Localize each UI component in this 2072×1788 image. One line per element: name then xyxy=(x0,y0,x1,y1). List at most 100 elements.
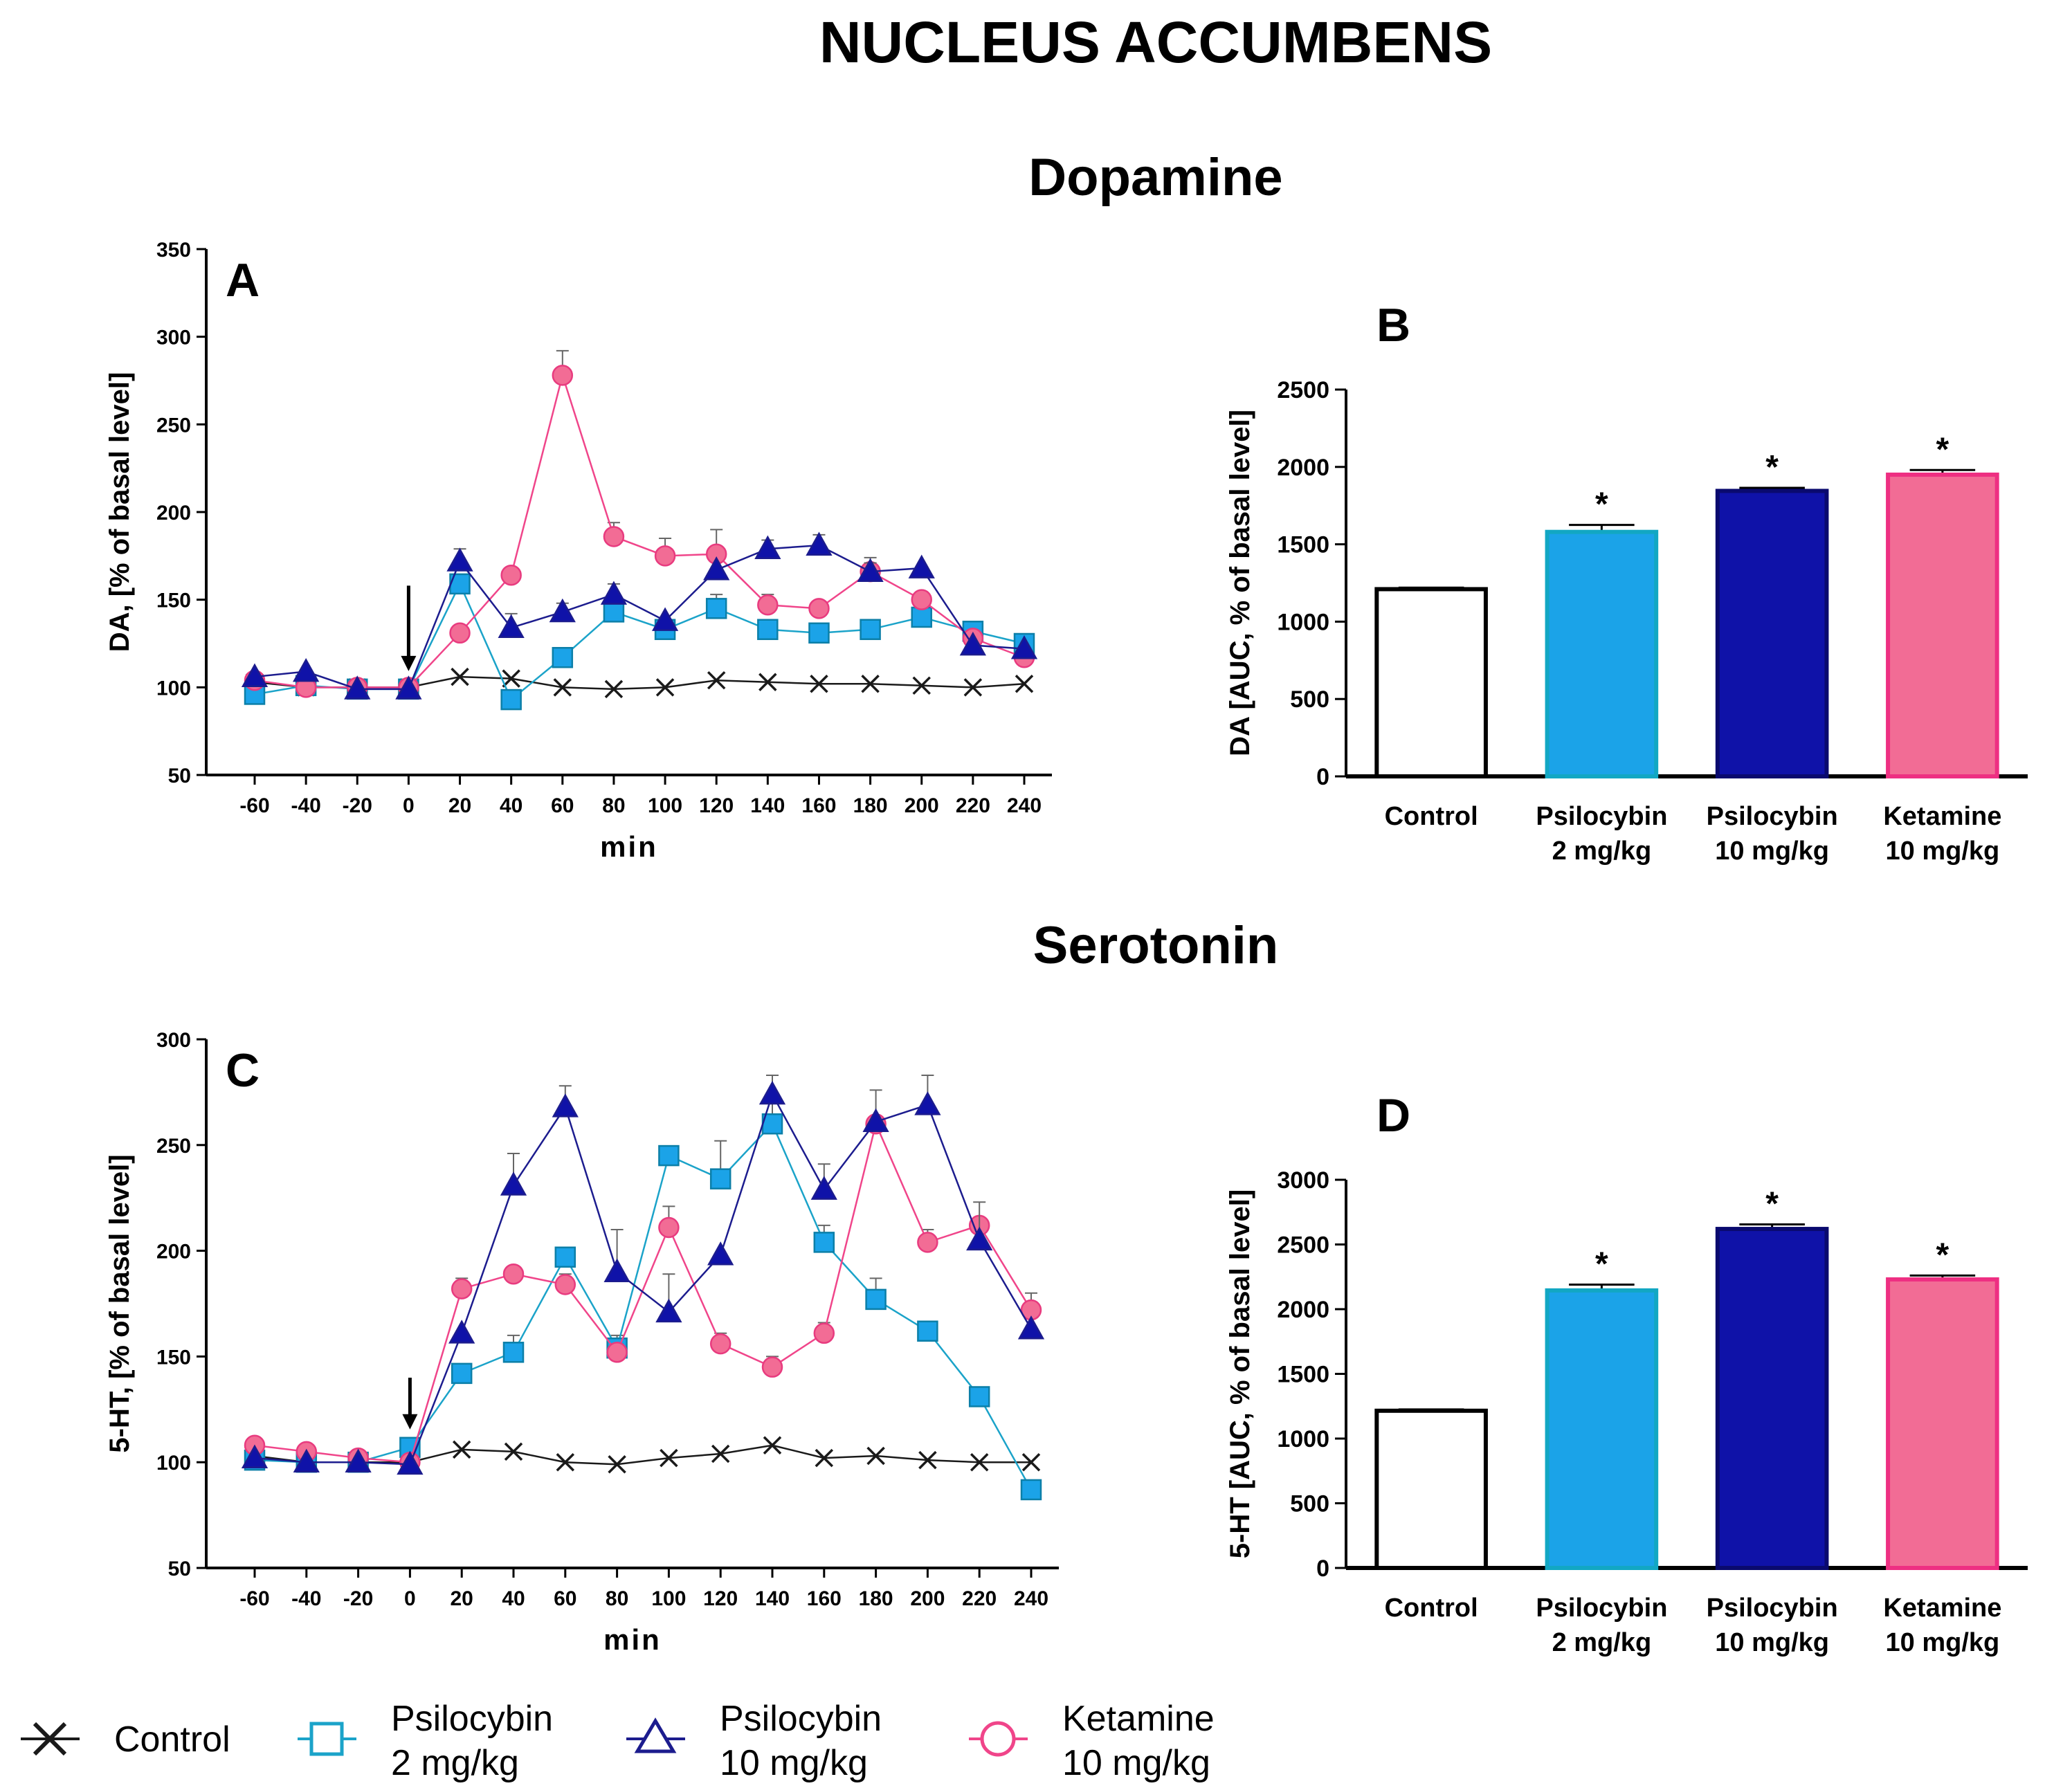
series-line xyxy=(254,1092,1033,1466)
data-point xyxy=(498,614,525,639)
data-point xyxy=(241,663,269,687)
y-tick-label: 1500 xyxy=(1277,532,1329,558)
data-point xyxy=(554,1246,576,1268)
data-point xyxy=(917,1232,938,1253)
y-tick-label: 250 xyxy=(156,1135,191,1158)
data-point xyxy=(500,1171,527,1196)
x-tick-label: 120 xyxy=(703,1587,738,1610)
data-point xyxy=(655,1298,682,1323)
legend-label: Psilocybin xyxy=(720,1699,882,1739)
data-point xyxy=(395,675,422,700)
y-axis-label: 5-HT [AUC, % of basal level] xyxy=(1225,1189,1255,1558)
data-point xyxy=(810,1176,837,1200)
data-point xyxy=(808,598,830,619)
data-point xyxy=(504,1442,523,1461)
data-point xyxy=(1010,635,1038,659)
bar-control xyxy=(1374,1408,1488,1571)
significance-star: * xyxy=(1936,431,1950,468)
y-tick-label: 1500 xyxy=(1277,1362,1329,1388)
data-point xyxy=(970,1452,989,1472)
category-label: Psilocybin xyxy=(1707,802,1838,831)
y-axis-label: 5-HT, [% of basal level] xyxy=(104,1154,135,1452)
data-point xyxy=(754,535,781,560)
data-point xyxy=(448,1320,475,1344)
y-tick-label: 200 xyxy=(156,502,191,524)
injection-arrow-head xyxy=(401,655,417,671)
data-point xyxy=(709,1333,731,1355)
series-line xyxy=(254,581,1025,702)
x-tick-label: 220 xyxy=(962,1587,997,1610)
data-point xyxy=(1020,1479,1042,1501)
category-label: Psilocybin xyxy=(1707,1594,1838,1623)
bar-psilo2 xyxy=(1545,529,1659,778)
category-label-sub: 10 mg/kg xyxy=(1715,1628,1829,1657)
data-point xyxy=(968,1386,990,1407)
x-tick-label: 0 xyxy=(404,1587,416,1610)
significance-star: * xyxy=(1595,1246,1608,1282)
x-tick-label: 200 xyxy=(910,1587,945,1610)
data-point xyxy=(603,601,625,623)
data-point xyxy=(552,365,574,386)
legend-item-control: Control xyxy=(21,1719,230,1760)
circle-icon xyxy=(980,1721,1016,1757)
series-line xyxy=(254,1444,1031,1466)
x-tick-label: 60 xyxy=(554,1587,576,1610)
data-point xyxy=(959,631,986,656)
series-line xyxy=(254,372,1025,688)
data-point xyxy=(449,622,471,644)
data-point xyxy=(451,1278,473,1299)
x-tick-label: 140 xyxy=(750,794,785,817)
data-point xyxy=(763,1436,782,1454)
legend-label: Control xyxy=(114,1719,230,1760)
y-tick-label: 2500 xyxy=(1277,1232,1329,1259)
data-point xyxy=(757,619,779,640)
series-line xyxy=(254,1121,1033,1463)
y-tick-label: 250 xyxy=(156,414,191,437)
data-point xyxy=(451,1362,473,1385)
x-tick-label: 80 xyxy=(606,1587,628,1610)
data-point xyxy=(293,1448,320,1473)
category-label: Control xyxy=(1385,802,1478,831)
data-point xyxy=(908,554,935,578)
x-tick-label: -60 xyxy=(239,1587,269,1610)
y-tick-label: 200 xyxy=(156,1241,191,1264)
data-point xyxy=(552,647,574,668)
y-tick-label: 300 xyxy=(156,1029,191,1052)
data-point xyxy=(556,1452,575,1472)
category-label-sub: 10 mg/kg xyxy=(1715,837,1829,866)
x-tick-label: 180 xyxy=(853,794,888,817)
data-point xyxy=(604,679,624,699)
panel-letter: A xyxy=(226,254,260,307)
data-point xyxy=(608,1455,626,1474)
y-tick-label: 100 xyxy=(156,677,191,700)
data-point xyxy=(654,545,676,567)
x-axis-label: min xyxy=(600,830,658,863)
x-tick-label: 160 xyxy=(807,1587,842,1610)
data-point xyxy=(549,598,576,623)
y-tick-label: 500 xyxy=(1290,686,1329,713)
x-tick-label: 100 xyxy=(651,1587,686,1610)
data-point xyxy=(603,1258,630,1283)
x-tick-label: 80 xyxy=(602,794,625,817)
x-tick-label: 220 xyxy=(956,794,990,817)
data-point xyxy=(865,1288,887,1311)
legend-label-sub: 10 mg/kg xyxy=(720,1743,868,1783)
data-point xyxy=(911,606,932,628)
data-point xyxy=(860,619,881,640)
data-point xyxy=(705,598,727,619)
data-point xyxy=(857,558,884,582)
significance-star: * xyxy=(1595,486,1608,523)
category-label-sub: 2 mg/kg xyxy=(1552,837,1652,866)
data-point xyxy=(707,670,726,690)
legend-label: Ketamine xyxy=(1062,1699,1215,1739)
bar-psilo2 xyxy=(1545,1288,1659,1570)
data-point xyxy=(345,1448,372,1473)
category-label: Control xyxy=(1385,1594,1478,1623)
category-label: Ketamine xyxy=(1883,1594,2001,1623)
y-tick-label: 150 xyxy=(156,590,191,612)
data-point xyxy=(711,1444,730,1463)
y-tick-label: 2500 xyxy=(1277,377,1329,403)
data-point xyxy=(655,678,675,697)
